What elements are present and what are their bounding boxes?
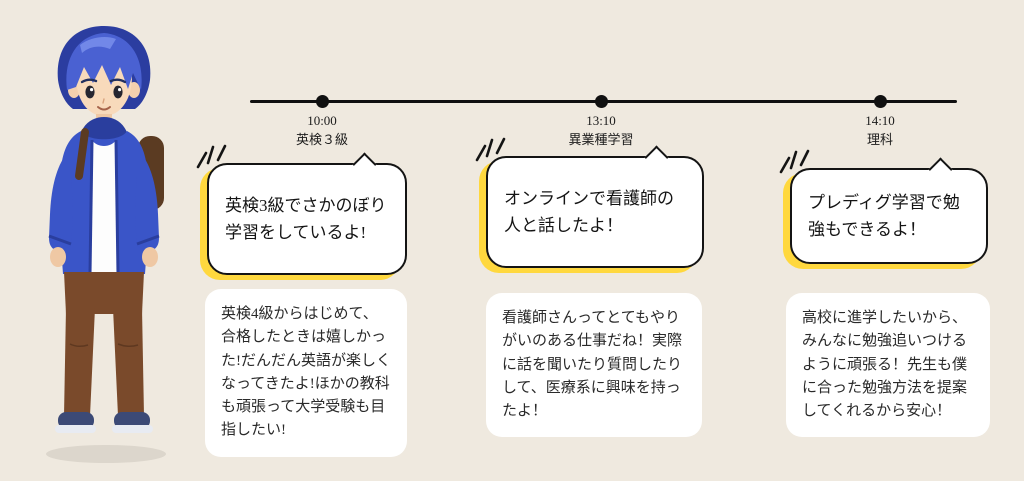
detail-card: 看護師さんってとてもやりがいのある仕事だね！実際に話を聞いたり質問したりして、医…	[486, 293, 702, 438]
timeline-label: 13:10 異業種学習	[531, 112, 671, 150]
detail-text: 高校に進学したいから、みんなに勉強追いつけるように頑張る！先生も僕に合った勉強方…	[802, 310, 968, 419]
detail-card: 英検4級からはじめて、合格したときは嬉しかった!だんだん英語が楽しくなってきたよ…	[205, 289, 407, 457]
speech-bubble: 英検3級でさかのぼり学習をしているよ!	[196, 144, 407, 275]
timeline-dot	[874, 95, 887, 108]
timeline-time: 10:00	[307, 113, 337, 128]
emphasis-lines-icon	[779, 149, 810, 174]
timeline-dot	[316, 95, 329, 108]
speech-bubble-tail	[352, 151, 377, 177]
timeline-time: 13:10	[586, 113, 616, 128]
timeline-dot	[595, 95, 608, 108]
detail-card: 高校に進学したいから、みんなに勉強追いつけるように頑張る！先生も僕に合った勉強方…	[786, 293, 990, 438]
timeline-time: 14:10	[865, 113, 895, 128]
speech-bubble-text: 英検3級でさかのぼり学習をしているよ!	[225, 195, 387, 242]
speech-bubble: オンラインで看護師の人と話したよ！	[475, 137, 704, 268]
speech-bubble-text: オンラインで看護師の人と話したよ！	[504, 188, 674, 235]
detail-text: 英検4級からはじめて、合格したときは嬉しかった!だんだん英語が楽しくなってきたよ…	[221, 306, 391, 439]
timeline-label: 14:10 理科	[810, 112, 950, 150]
student-character-illustration	[46, 26, 166, 463]
timeline-event-label: 英検３級	[295, 131, 348, 147]
speech-bubble-text: プレディグ学習で勉強もできるよ！	[808, 192, 960, 239]
emphasis-lines-icon	[196, 144, 227, 169]
timeline-event-label: 理科	[866, 131, 893, 147]
speech-bubble: プレディグ学習で勉強もできるよ！	[779, 149, 988, 264]
timeline-label: 10:00 英検３級	[252, 112, 392, 150]
emphasis-lines-icon	[475, 137, 506, 162]
timeline-event-label: 異業種学習	[568, 131, 634, 147]
speech-bubble-tail	[928, 156, 953, 182]
detail-text: 看護師さんってとてもやりがいのある仕事だね！実際に話を聞いたり質問したりして、医…	[502, 310, 683, 419]
